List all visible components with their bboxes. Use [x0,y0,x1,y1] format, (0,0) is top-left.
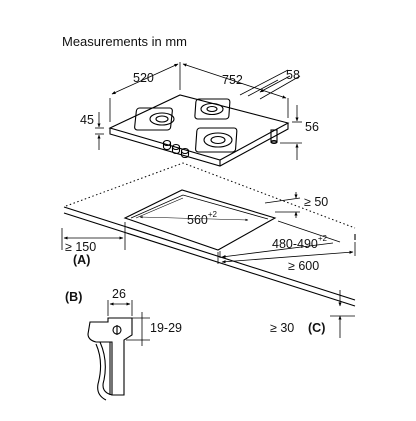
cutout-width-label: 560+2 [187,211,217,227]
diagram-title: Measurements in mm [62,34,187,49]
burner-rear-right [194,98,231,120]
burner-front-left [134,107,175,131]
height-right-label: 56 [305,120,319,134]
detail-c-dimension-lines [330,290,355,338]
worktop-front-edge [63,206,356,301]
detail-b-dimension-lines [107,300,150,346]
height-left-label: 45 [80,113,94,127]
back-edge-label: 58 [286,68,300,82]
cutout-depth-label: 480-490+2 [272,235,327,251]
side-clearance-label: ≥ 600 [288,259,320,273]
worktop-rear-outline [65,162,356,229]
worktop-drawing [63,162,356,307]
burner-front-right [195,127,238,153]
front-clearance-ref: (A) [73,253,91,267]
hob-drawing [108,94,290,167]
rear-clearance-label: ≥ 50 [304,195,329,209]
hob-dimension-lines [95,62,302,160]
gas-connector [270,129,278,145]
hob-top-surface [108,94,290,161]
control-knobs [162,139,190,159]
detail-b-ref: (B) [65,290,83,304]
clamp-range-label: 19-29 [150,321,182,335]
front-clearance-label: ≥ 150 [65,240,97,254]
depth-label: 520 [133,71,154,85]
detail-b-drawing [87,317,133,401]
worktop-clearance-label: ≥ 30 [270,321,295,335]
cutout-width-tolerance: +2 [207,210,217,219]
clamp-edge [99,341,113,396]
cutout-width-value: 560 [187,213,208,227]
clamp-width-label: 26 [112,287,126,301]
cutout-depth-value: 480-490 [272,237,318,251]
width-label: 752 [222,73,243,87]
worktop-ref: (C) [308,321,326,335]
cutout-depth-tolerance: +2 [317,234,327,243]
worktop-dimension-lines [61,192,356,264]
clamp-body [87,317,133,396]
